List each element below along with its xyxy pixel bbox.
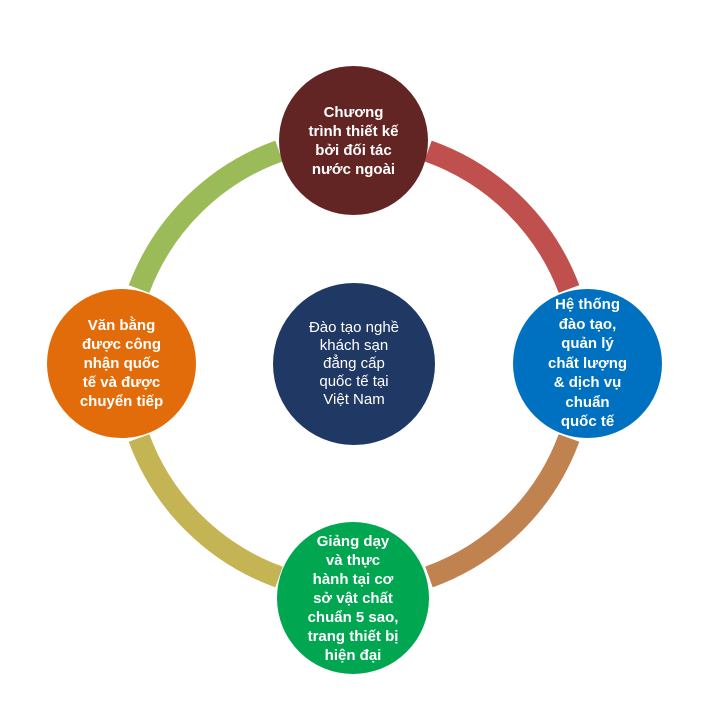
arc-top-right bbox=[424, 140, 580, 293]
node-recognized-diploma: Văn bằng được công nhận quốc tế và được … bbox=[47, 289, 196, 438]
node-right-label: Hệ thống đào tạo, quản lý chất lượng & d… bbox=[547, 296, 628, 431]
node-foreign-partner-program: Chương trình thiết kế bởi đối tác nước n… bbox=[279, 66, 428, 215]
node-center-label: Đào tạo nghề khách sạn đẳng cấp quốc tế … bbox=[308, 319, 400, 408]
arc-right-bottom bbox=[425, 434, 580, 588]
node-center-hotel-training: Đào tạo nghề khách sạn đẳng cấp quốc tế … bbox=[273, 283, 435, 445]
arc-bottom-left bbox=[128, 434, 283, 588]
arc-left-top bbox=[128, 140, 283, 293]
node-left-label: Văn bằng được công nhận quốc tế và được … bbox=[79, 317, 164, 410]
node-five-star-facilities: Giảng dạy và thực hành tại cơ sở vật chấ… bbox=[277, 522, 429, 674]
node-bottom-label: Giảng dạy và thực hành tại cơ sở vật chấ… bbox=[307, 532, 399, 664]
node-international-standard-system: Hệ thống đào tạo, quản lý chất lượng & d… bbox=[513, 289, 662, 438]
node-top-label: Chương trình thiết kế bởi đối tác nước n… bbox=[308, 103, 399, 178]
